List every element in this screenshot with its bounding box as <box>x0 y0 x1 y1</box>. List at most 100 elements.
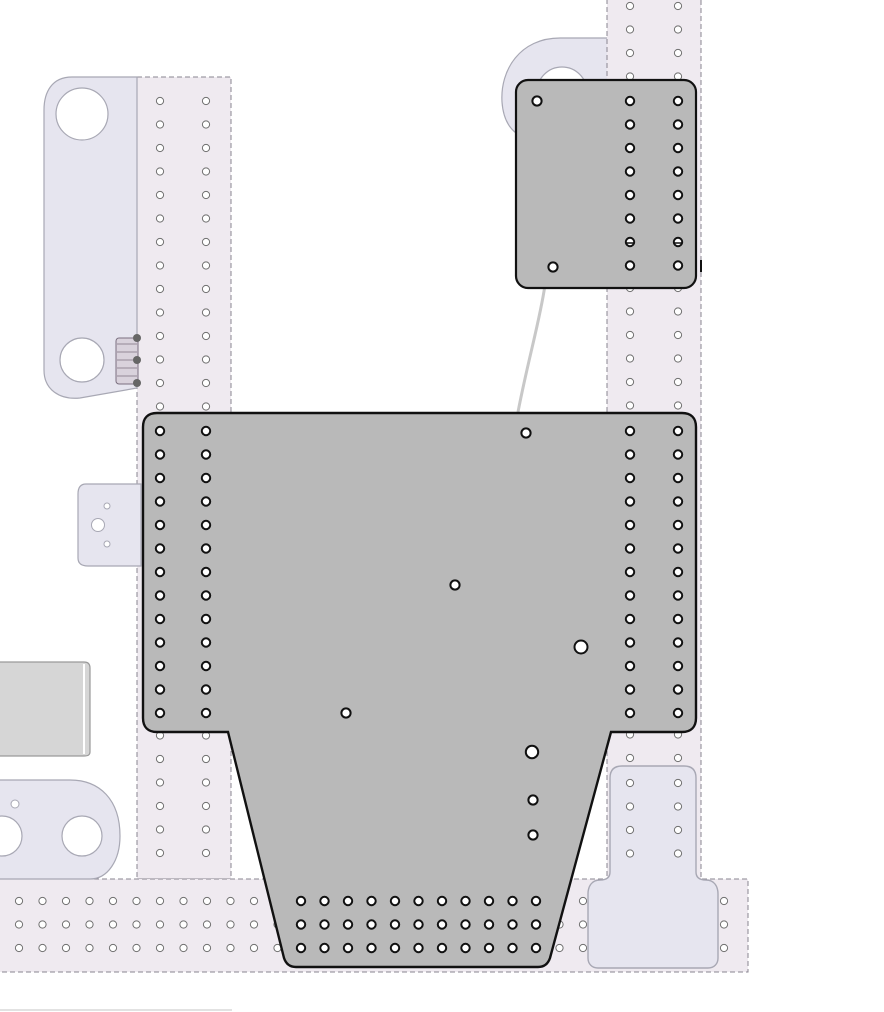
rail-hole <box>155 237 165 247</box>
rail-hole <box>108 943 118 953</box>
plate-hole <box>573 639 589 655</box>
rail-hole <box>132 943 141 953</box>
bracket-body <box>43 76 138 399</box>
plate-hole <box>531 95 543 107</box>
plate-hole <box>530 919 542 930</box>
tab-hole <box>103 540 111 548</box>
plate-hole <box>200 519 212 531</box>
rail-hole <box>155 331 165 341</box>
rail-hole <box>155 943 165 953</box>
plate-hole <box>672 590 684 601</box>
link-hole <box>10 799 20 809</box>
plate-hole <box>547 261 559 273</box>
rail-hole <box>201 237 211 247</box>
plate-hole <box>389 942 401 954</box>
rail-hole <box>155 355 165 364</box>
rail-hole <box>14 943 24 953</box>
rail-hole <box>155 801 165 811</box>
rail-hole <box>578 943 588 953</box>
plate-hole <box>295 895 307 907</box>
bottom-rail-edge <box>0 878 749 973</box>
link-hole <box>0 815 23 857</box>
plate-hole <box>366 942 377 954</box>
rail-hole <box>625 48 635 58</box>
plate-hole <box>154 519 166 531</box>
plate-hole <box>436 919 448 930</box>
plate-hole <box>624 95 636 107</box>
rail-hole <box>155 96 165 106</box>
rail-hole <box>201 143 211 153</box>
hinge-pin <box>133 379 141 387</box>
rail-hole <box>673 25 683 34</box>
rail-hole <box>673 401 683 410</box>
rail-hole <box>202 943 212 953</box>
rail-hole <box>85 896 94 906</box>
plate-hole <box>154 425 166 437</box>
rail-hole <box>155 308 165 317</box>
rail-hole <box>201 190 211 200</box>
rail-hole <box>108 920 118 929</box>
rail-hole <box>673 802 683 811</box>
tbracket-body <box>587 765 719 969</box>
rail-hole <box>673 753 683 763</box>
rail-hole <box>625 849 635 858</box>
plate-hole <box>366 919 377 930</box>
plate-hole <box>449 579 461 591</box>
plate-hole <box>200 472 212 484</box>
plate-hole <box>520 427 532 439</box>
plate-hole <box>413 942 424 954</box>
cable-line <box>516 284 547 413</box>
rail-hole <box>201 308 211 317</box>
plate-hole <box>672 684 684 695</box>
plate-hole <box>483 942 495 954</box>
hinge-pin <box>133 356 141 364</box>
rail-hole <box>719 920 729 929</box>
plate-hole <box>672 566 684 578</box>
rail-hole <box>673 377 683 387</box>
rail-hole <box>155 284 165 294</box>
plate-hole <box>154 496 166 507</box>
plate-hole <box>672 425 684 437</box>
rail-hole <box>201 825 211 834</box>
plate-hole <box>154 707 166 719</box>
rail-hole <box>578 920 588 929</box>
link-hole <box>61 815 103 857</box>
plate-hole <box>624 472 636 484</box>
plate-hole <box>624 142 636 154</box>
plate-hole <box>672 472 684 484</box>
rail-hole <box>201 214 211 223</box>
plate-hole <box>530 895 542 907</box>
plate-hole <box>624 543 636 554</box>
plate-hole <box>483 919 495 930</box>
plate-hole <box>507 895 518 907</box>
left-small-tab <box>77 483 142 567</box>
plate-hole <box>624 660 636 672</box>
plate-hole <box>624 496 636 507</box>
rail-hole <box>155 825 165 834</box>
plate-hole <box>624 213 636 224</box>
rail-hole <box>201 778 211 787</box>
rail-hole <box>201 120 211 129</box>
rail-hole <box>155 754 165 764</box>
hinge-pin <box>133 334 141 342</box>
rail-hole <box>61 920 71 929</box>
rail-hole <box>201 167 211 176</box>
plate-hole <box>154 472 166 484</box>
plate-hole <box>624 425 636 437</box>
plate-hole <box>672 142 684 154</box>
rail-hole <box>673 849 683 858</box>
rail-hole <box>155 261 165 270</box>
plate-hole <box>460 919 471 930</box>
plate-body <box>141 411 698 969</box>
rail-hole <box>673 330 683 340</box>
plate-hole <box>624 236 636 248</box>
rail-hole <box>625 753 635 763</box>
plate-hole <box>200 566 212 578</box>
plate-hole <box>460 895 471 907</box>
rail-hole <box>155 402 165 411</box>
plate-hole <box>460 942 471 954</box>
rail-hole <box>132 896 141 906</box>
rail-hole <box>201 754 211 764</box>
plate-hole <box>389 919 401 930</box>
rail-hole <box>179 943 188 953</box>
